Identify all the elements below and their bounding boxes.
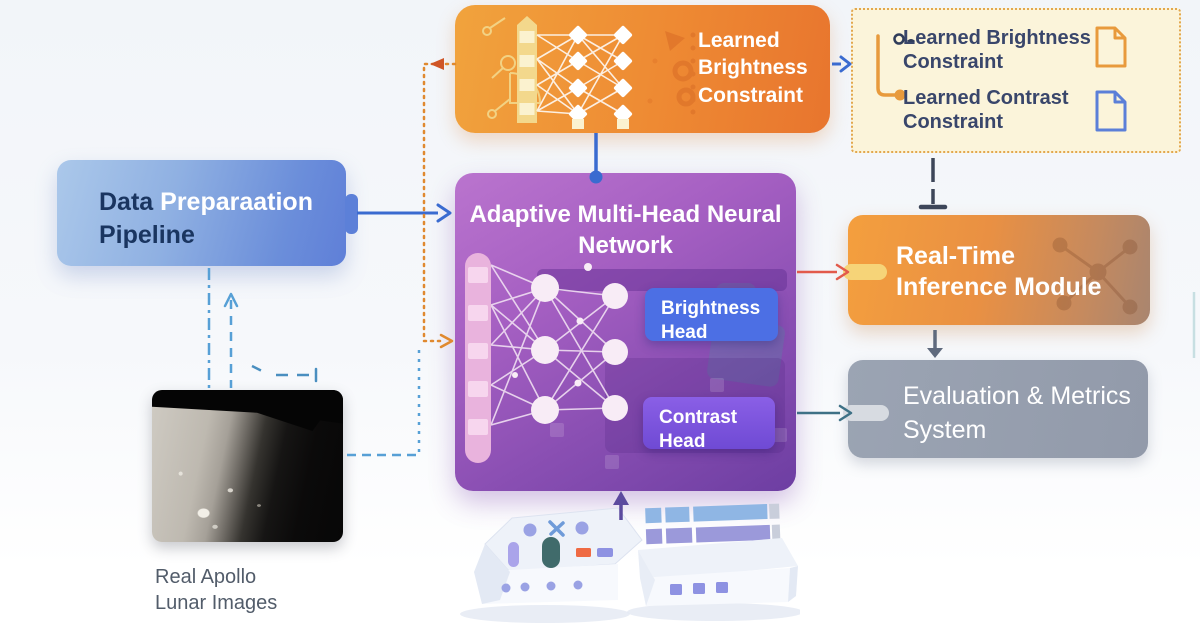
evaluation-input-pill [843,405,889,421]
document-icon-orange [1095,26,1127,68]
network-nodes [512,263,628,424]
input-bar-segments [519,31,535,115]
x-marker-icon [548,520,565,537]
tray-front-squares [670,582,728,595]
node-leg [617,119,629,129]
connector-dashed-tee [251,364,318,383]
arrow-dataprep-to-network [345,194,452,234]
arrow-inference-to-evaluation [927,330,943,358]
inference-label: Real-Time Inference Module [896,242,1102,302]
decor-chip [605,455,619,469]
connector-list-to-inference [918,158,948,210]
decor-chip [710,378,724,392]
constraint-list-item-contrast: Learned Contrast Constraint [903,87,1069,133]
dataset-trays-icon [460,503,800,623]
document-icon-blue [1095,90,1127,132]
lunar-caption: Real Apollo Lunar Images [155,566,278,614]
arrow-network-to-inference [797,263,850,281]
contrast-head-box: Contrast Head [643,397,775,452]
evaluation-label: Evaluation & Metrics System [903,382,1131,444]
constraint-list-connector [876,33,915,101]
bullet-ring-icon [893,33,905,45]
inference-input-pill [843,264,887,280]
inference-graph-icon [1052,237,1138,315]
decor-chip [773,428,787,442]
network-title: Adaptive Multi-Head Neural Network [469,201,782,260]
bullet-tail-icon [907,39,915,43]
right-tray [638,503,798,606]
input-bar-segments [468,267,488,435]
faded-output-icons [647,31,696,115]
tray-front-dots [501,580,583,593]
constraint-list-item-brightness: Learned Brightness Constraint [903,27,1091,73]
evaluation-box: Evaluation & Metrics System [848,360,1148,458]
network-nodes [568,25,633,124]
arrow-lunar-to-dataprep [223,292,239,388]
left-tray [474,507,643,604]
lunar-photo [152,390,343,542]
brightness-network-icon [482,16,696,129]
constraint-list-panel: Learned Brightness Constraint Learned Co… [851,8,1181,153]
brightness-head-box: Brightness Head [645,288,778,343]
constraint-module-label: Learned Brightness Constraint [698,29,808,107]
decor-shelf [537,269,787,291]
neural-network-box: Adaptive Multi-Head Neural Network Brigh… [455,173,796,491]
connector-lunar-to-network [347,350,421,457]
inference-module-box: Real-Time Inference Module [848,215,1150,325]
node-leg [572,119,584,129]
network-links [536,34,624,115]
learned-brightness-constraint-module: Learned Brightness Constraint [455,5,830,133]
feedback-loop-constraint-to-network [422,58,457,349]
decor-chip [550,423,564,437]
purple-network-icon [465,253,628,463]
